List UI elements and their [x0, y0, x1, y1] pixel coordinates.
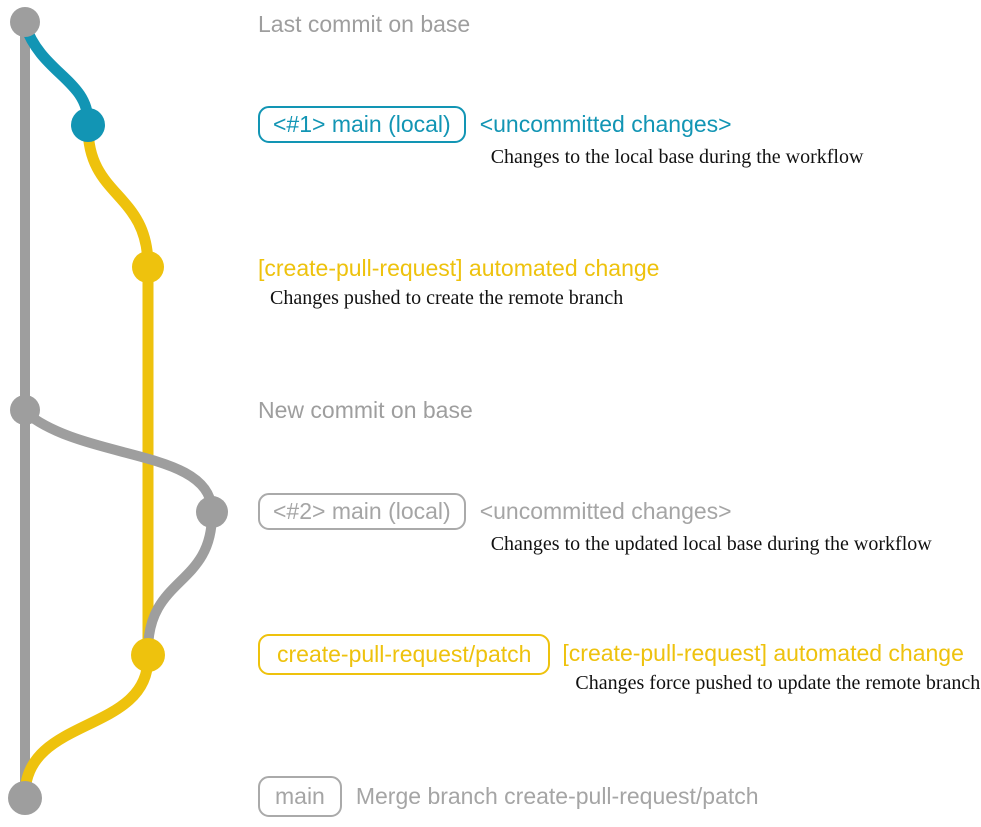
local-branch-line-2a [21, 408, 217, 513]
commit-row-remote-2: create-pull-request/patch [create-pull-r… [258, 634, 980, 695]
commit-dot-base-last [10, 7, 40, 37]
commit-note: Changes pushed to create the remote bran… [270, 287, 624, 309]
commit-dot-base-new [10, 395, 40, 425]
branch-tag-main-local-1: <#1> main (local) [258, 106, 466, 143]
branch-tag-main: main [258, 776, 342, 817]
commit-row-base-last: Last commit on base [258, 11, 470, 38]
branch-tag-main-local-2: <#2> main (local) [258, 493, 466, 530]
commit-message: [create-pull-request] automated change [562, 640, 964, 666]
commit-label: New commit on base [258, 397, 473, 423]
commit-dot-remote-2 [131, 638, 165, 672]
commit-message: Merge branch create-pull-request/patch [355, 783, 759, 809]
commit-note: Changes to the local base during the wor… [490, 146, 864, 168]
commit-row-base-new: New commit on base [258, 397, 473, 424]
commit-dot-local-2 [196, 496, 228, 528]
commit-row-local-1: <#1> main (local) <uncommitted changes> … [258, 106, 863, 169]
commit-label: Last commit on base [258, 11, 471, 37]
commit-dot-remote-1 [132, 251, 164, 283]
commit-note: Changes force pushed to update the remot… [575, 672, 981, 694]
commit-dot-local-1 [71, 108, 105, 142]
local-branch-line-2b [143, 513, 217, 652]
commit-message: <uncommitted changes> [479, 111, 732, 137]
commit-message: <uncommitted changes> [479, 498, 732, 524]
commit-row-merge: main Merge branch create-pull-request/pa… [258, 776, 759, 817]
commit-message: [create-pull-request] automated change [258, 255, 660, 281]
remote-branch-merge-curve [19, 657, 154, 796]
commit-row-remote-1: [create-pull-request] automated change C… [258, 254, 659, 310]
commit-row-local-2: <#2> main (local) <uncommitted changes> … [258, 493, 932, 556]
local-branch-line-1 [19, 23, 94, 123]
remote-branch-curve-1 [82, 126, 154, 267]
commit-dot-merge [8, 781, 42, 815]
commit-note: Changes to the updated local base during… [490, 533, 932, 555]
branch-tag-create-pull-request-patch: create-pull-request/patch [258, 634, 551, 675]
